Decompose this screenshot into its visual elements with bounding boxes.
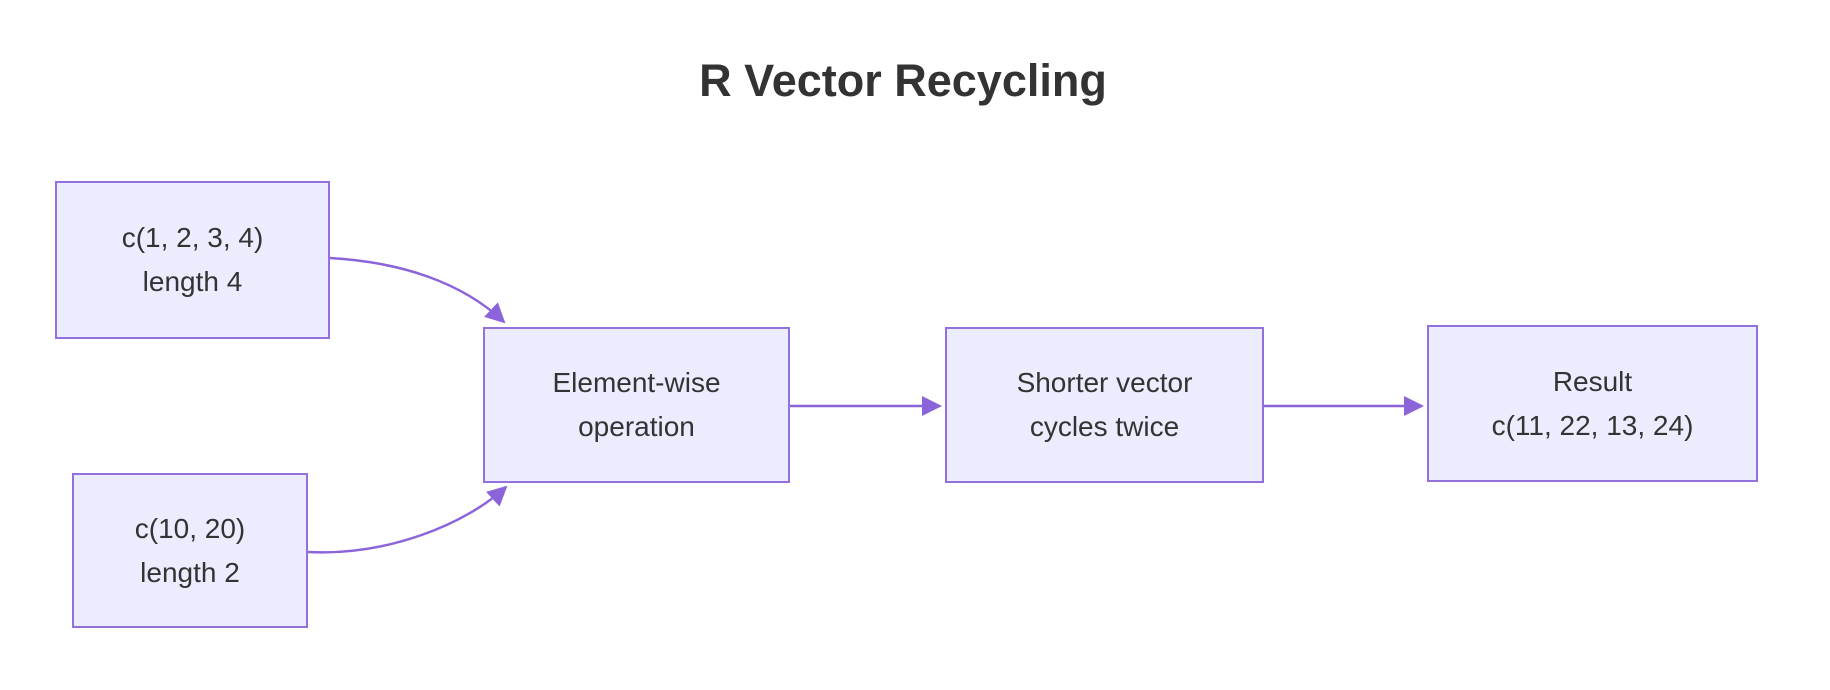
node-label-line: length 2	[140, 556, 240, 588]
node-shorter-vector-cycles: Shorter vector cycles twice	[945, 327, 1264, 483]
diagram-title: R Vector Recycling	[699, 55, 1107, 106]
node-label-line: Shorter vector	[1016, 367, 1193, 398]
edge-vecshort-to-operation	[307, 485, 508, 554]
node-label-line: Element-wise	[552, 367, 721, 398]
node-label-line: length 4	[142, 266, 243, 297]
node-label-line: cycles twice	[1029, 411, 1180, 442]
edge-veclong-to-operation	[329, 256, 506, 324]
node-elementwise-operation: Element-wise operation	[483, 327, 790, 483]
node-vector-10-20: c(10, 20) length 2	[72, 473, 308, 628]
node-label-line: operation	[578, 411, 695, 442]
node-result: Result c(11, 22, 13, 24)	[1427, 325, 1758, 482]
node-vector-1-2-3-4: c(1, 2, 3, 4) length 4	[55, 181, 330, 339]
node-label-line: c(11, 22, 13, 24)	[1491, 409, 1694, 441]
node-label-line: Result	[1552, 365, 1633, 397]
node-label-line: c(1, 2, 3, 4)	[121, 222, 264, 253]
node-label-line: c(10, 20)	[134, 512, 246, 544]
